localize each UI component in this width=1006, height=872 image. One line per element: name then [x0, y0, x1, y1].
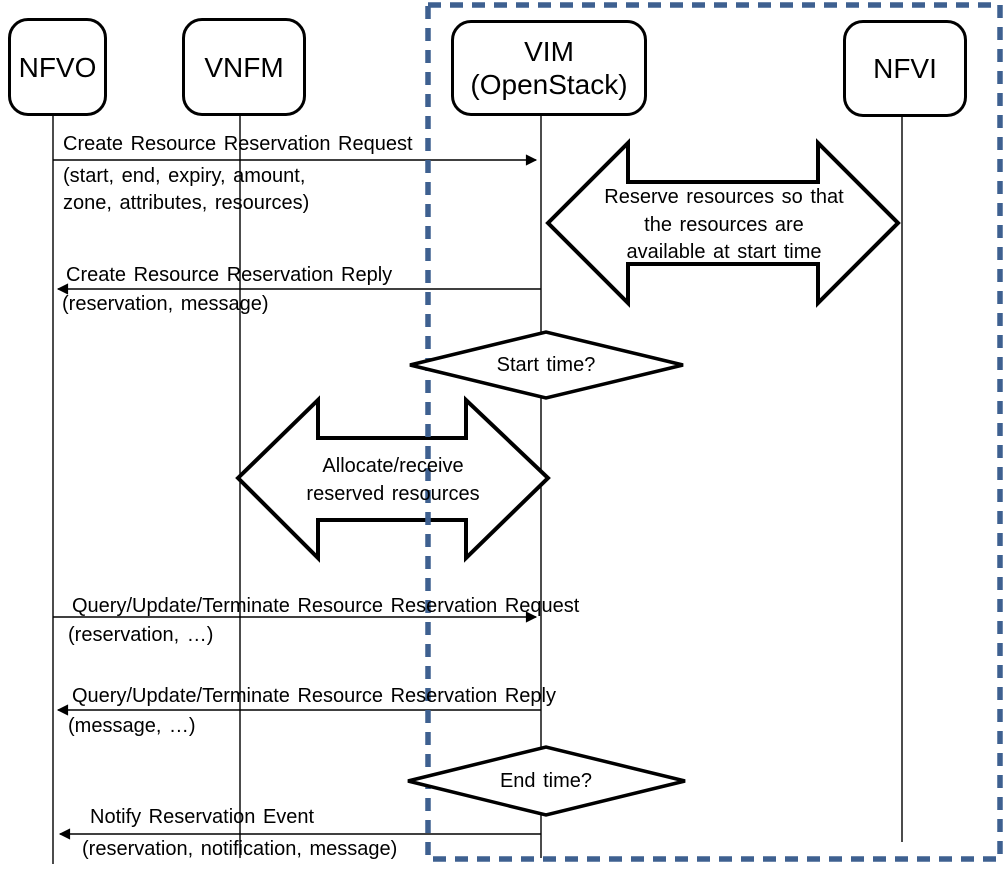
- actor-vnfm-label: VNFM: [204, 51, 284, 83]
- interaction-text-line: available at start time: [626, 241, 822, 263]
- actor-nfvi: NFVI: [843, 20, 967, 117]
- interaction-text-line: Allocate/receive: [322, 455, 464, 477]
- message-label-notify-event: Notify Reservation Event: [90, 806, 315, 828]
- decision-label-start-time: Start time?: [496, 354, 596, 376]
- decision-diamond-end-time: [407, 745, 686, 817]
- actor-vim-sublabel: (OpenStack): [470, 69, 628, 100]
- interaction-text-line: Reserve resources so that: [604, 186, 844, 208]
- message-param-line: (reservation, message): [62, 293, 269, 315]
- interaction-reserve-text: Reserve resources so that the resources …: [574, 184, 874, 267]
- decision-label-end-time: End time?: [499, 770, 593, 792]
- interaction-allocate-text: Allocate/receive reserved resources: [263, 452, 523, 508]
- actor-nfvo: NFVO: [8, 18, 107, 116]
- message-params-qut-reply: (message, …): [68, 713, 196, 740]
- message-params-qut-request: (reservation, …): [68, 622, 213, 649]
- message-label-create-reply: Create Resource Reservation Reply: [66, 264, 393, 286]
- message-params-notify-event: (reservation, notification, message): [82, 836, 397, 863]
- message-param-line: (message, …): [68, 715, 196, 737]
- message-param-line: (reservation, …): [68, 624, 214, 646]
- message-label-qut-reply: Query/Update/Terminate Resource Reservat…: [72, 685, 556, 707]
- interaction-arrow-allocate: [235, 395, 551, 563]
- actor-vim-label: VIM: [524, 36, 574, 67]
- interaction-arrow-reserve: [545, 138, 901, 308]
- message-params-create-request: (start, end, expiry, amount, zone, attri…: [63, 163, 309, 217]
- actor-nfvo-label: NFVO: [18, 51, 97, 83]
- message-label-qut-request: Query/Update/Terminate Resource Reservat…: [72, 595, 580, 617]
- interaction-text-line: reserved resources: [306, 483, 480, 505]
- interaction-text-line: the resources are: [644, 213, 804, 236]
- actor-vnfm: VNFM: [182, 18, 306, 116]
- actor-vim: VIM (OpenStack): [451, 20, 647, 116]
- vim-nfvi-scope-boundary: [425, 2, 1003, 862]
- actor-nfvi-label: NFVI: [873, 53, 937, 84]
- decision-diamond-start-time: [409, 330, 684, 400]
- message-param-line: zone, attributes, resources): [63, 192, 310, 214]
- message-label-create-request: Create Resource Reservation Request: [63, 133, 413, 155]
- message-param-line: (start, end, expiry, amount,: [63, 165, 306, 187]
- message-param-line: (reservation, notification, message): [82, 838, 398, 860]
- message-params-create-reply: (reservation, message): [62, 291, 269, 318]
